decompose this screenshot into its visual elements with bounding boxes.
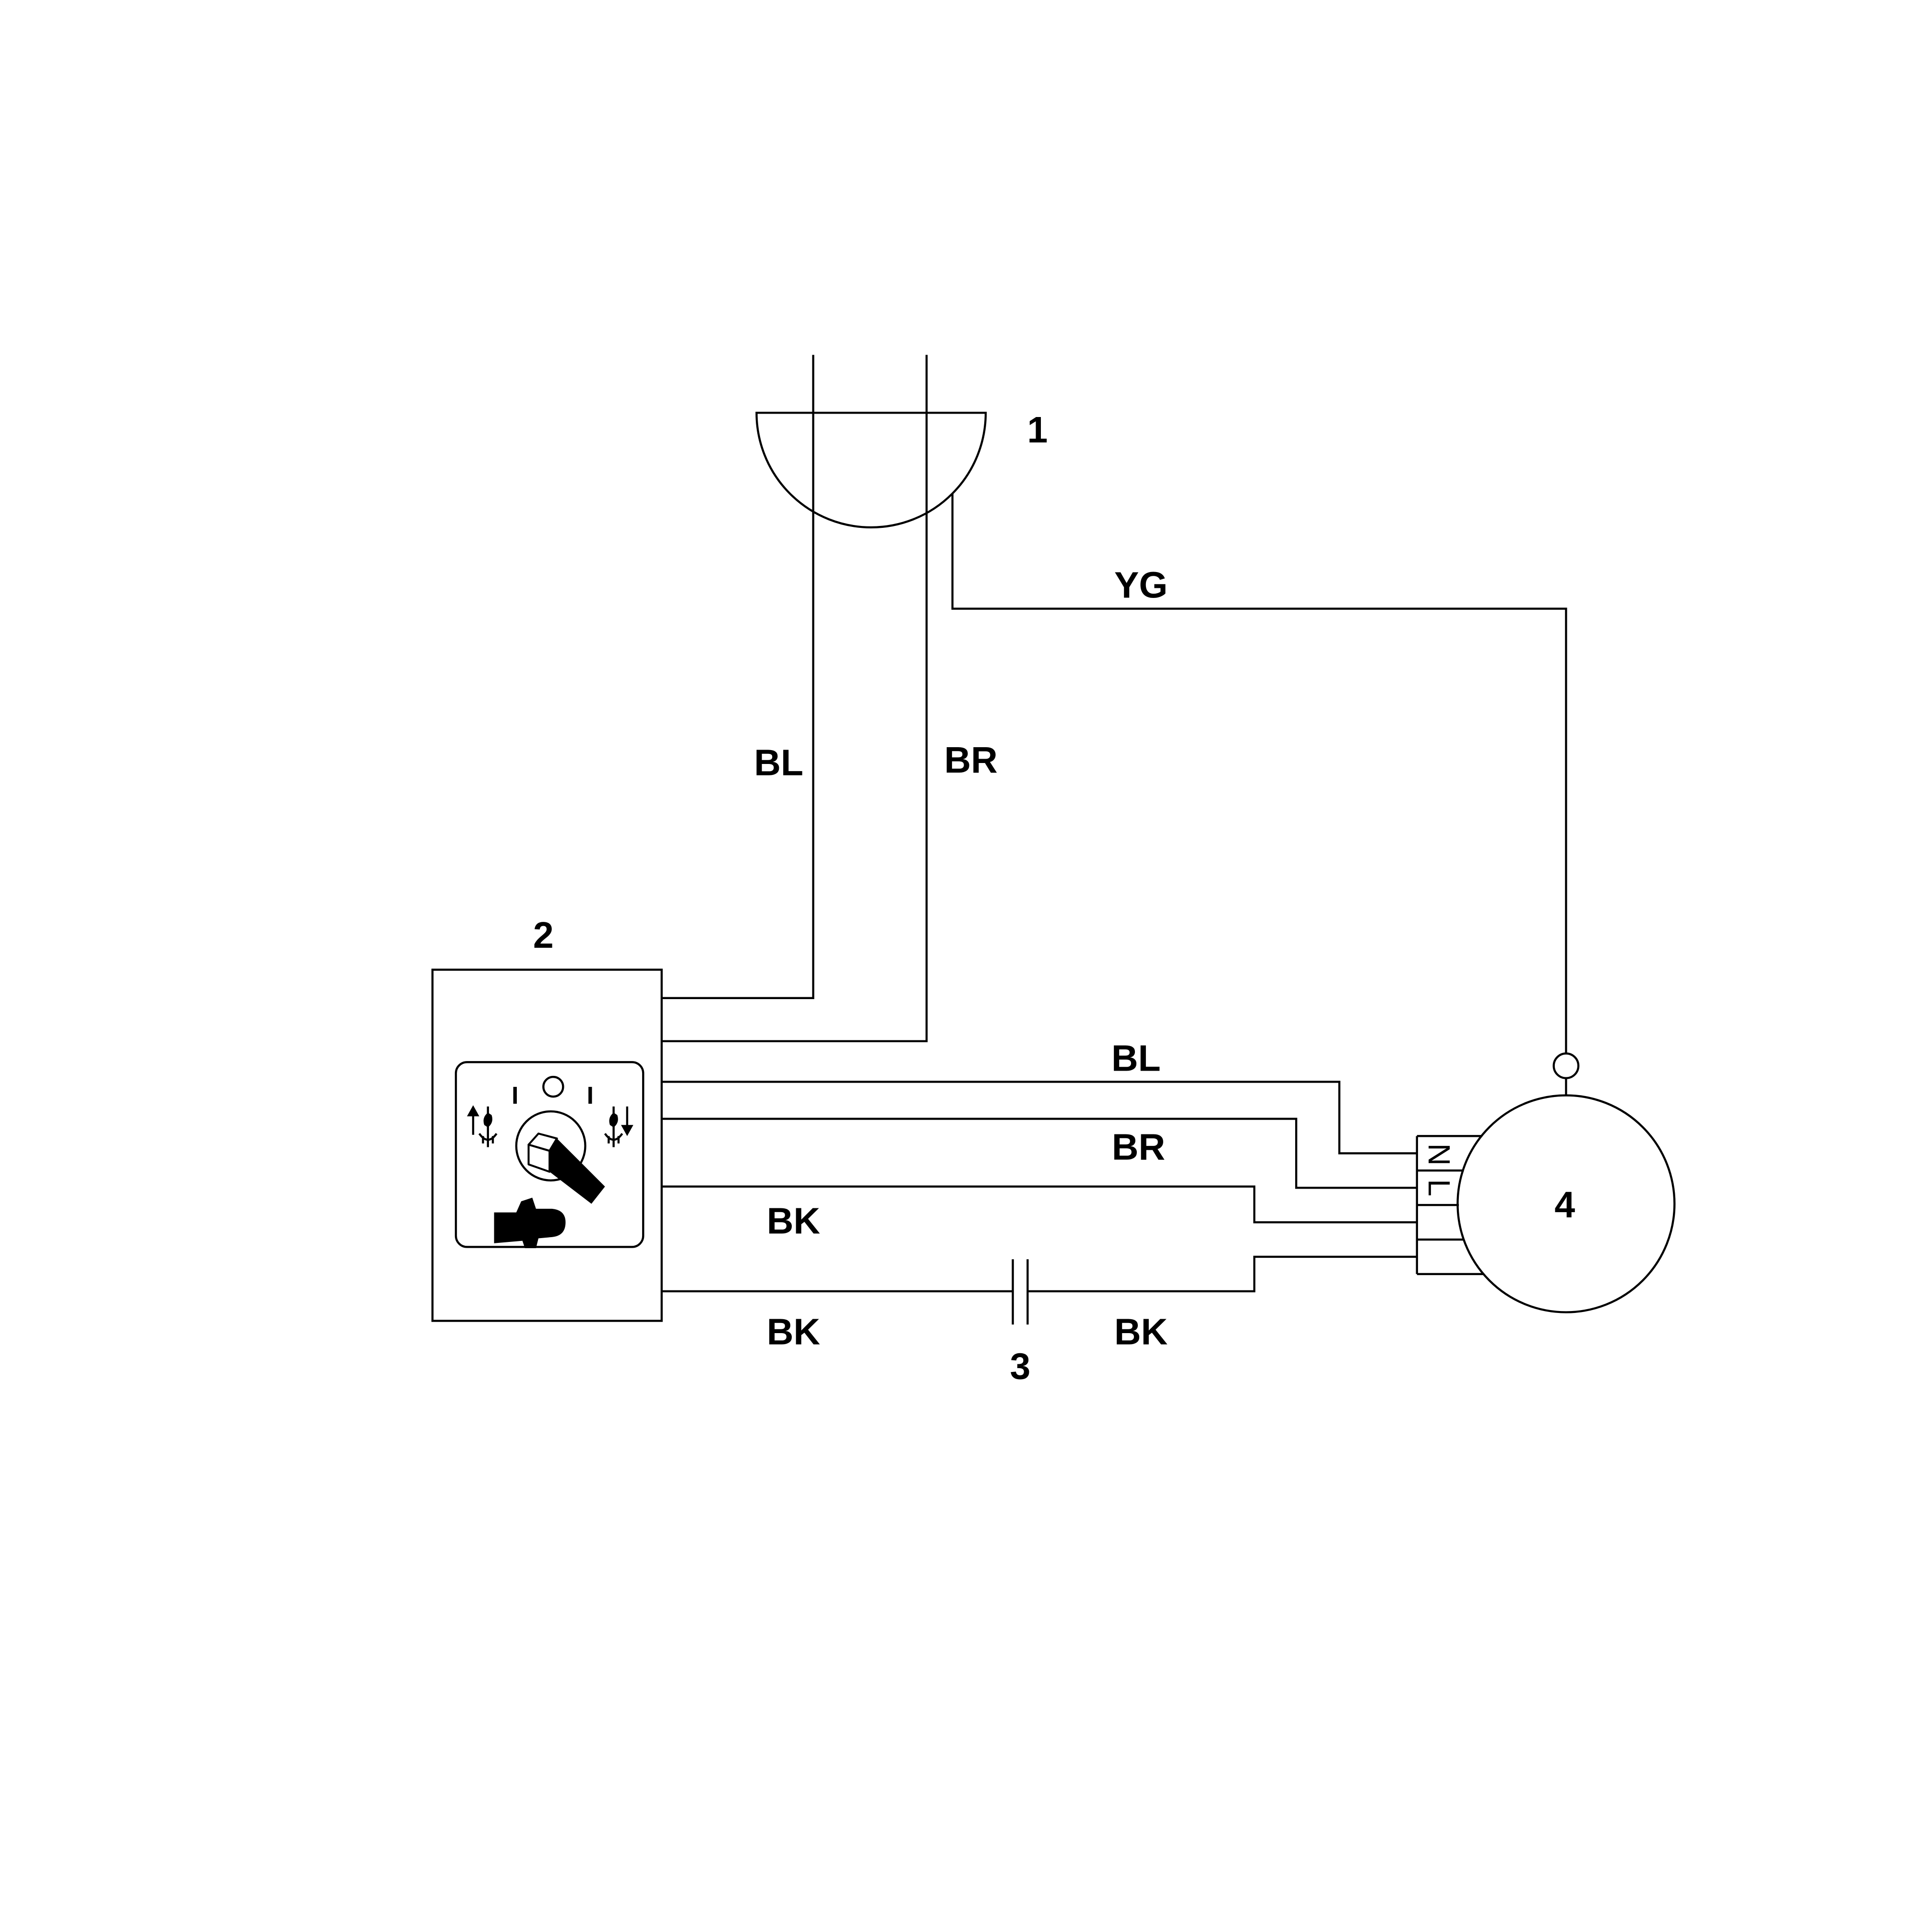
cable-entry: 1 [755, 409, 1048, 529]
terminal-label-neutral: N [1422, 1144, 1456, 1166]
switch: 2 I I [431, 915, 663, 1322]
terminal-label-live: L [1422, 1179, 1456, 1196]
earth-wire [951, 494, 1567, 1054]
motor-housing [1456, 1094, 1676, 1313]
motor-black-wire-label: BK [767, 1200, 820, 1241]
switch-faceplate [454, 1061, 644, 1248]
switch-mark-left: I [512, 1082, 518, 1109]
supply-blue-wire-label: BL [754, 742, 803, 783]
rotary-knob-icon [515, 1110, 605, 1204]
cable-entry-shell [755, 411, 987, 529]
fan-up-arrow-icon [467, 1105, 498, 1147]
switch-mark-right: I [587, 1082, 594, 1109]
earth-terminal-icon [1552, 1052, 1580, 1079]
switch-housing [431, 968, 663, 1322]
motor: N L 4 [1416, 1094, 1676, 1313]
cable-entry-label: 1 [1027, 409, 1048, 451]
motor-brown-wire [661, 1118, 1417, 1189]
capacitor-right-wire [1027, 1255, 1417, 1293]
supply-blue-wire [661, 355, 814, 999]
capacitor: 3 [1010, 1259, 1031, 1387]
capacitor-left-wire-label: BK [767, 1312, 820, 1353]
fan-down-arrow-icon [604, 1106, 633, 1147]
capacitor-label: 3 [1010, 1346, 1031, 1387]
earth-wire-label: YG [1114, 565, 1168, 606]
pointing-hand-icon [494, 1197, 566, 1248]
motor-black-wire [661, 1185, 1417, 1224]
capacitor-right-wire-label: BK [1114, 1312, 1168, 1353]
motor-blue-wire [661, 1081, 1417, 1155]
off-position-icon [542, 1075, 564, 1098]
motor-brown-wire-label: BR [1112, 1126, 1165, 1168]
motor-blue-wire-label: BL [1111, 1038, 1161, 1079]
motor-label: 4 [1554, 1184, 1575, 1226]
switch-label: 2 [533, 915, 554, 956]
supply-brown-wire-label: BR [944, 739, 998, 781]
supply-brown-wire [661, 355, 928, 1042]
terminal-block: N L [1416, 1135, 1484, 1276]
